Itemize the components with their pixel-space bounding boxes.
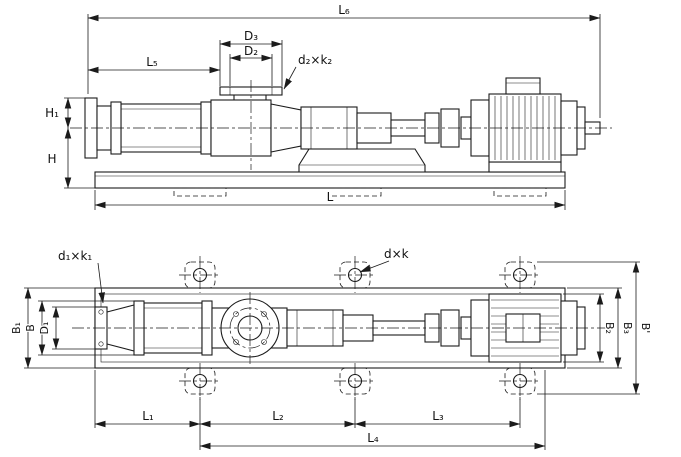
dim-label-l: L — [327, 190, 334, 204]
plan-view: d₁×k₁ d×k B₁ B D₁ B₂ B — [9, 246, 653, 450]
leader-dk — [359, 260, 390, 273]
dim-label-h1: H₁ — [45, 106, 59, 120]
dim-label-l2: L₂ — [272, 409, 284, 423]
dim-label-b-prime: B' — [639, 323, 652, 334]
motor-feet — [488, 161, 562, 173]
dim-label-b2: B₂ — [603, 322, 616, 334]
terminal-box — [505, 77, 541, 95]
dim-label-l1: L₁ — [142, 409, 154, 423]
dim-label-b1: B₁ — [10, 322, 23, 334]
leader-d2k2 — [283, 66, 297, 90]
motor-fins-plan — [491, 299, 559, 357]
dim-label-b3: B₃ — [621, 322, 634, 334]
plan-view-dimensions: d₁×k₁ d×k B₁ B D₁ B₂ B — [9, 246, 653, 450]
motor-side — [470, 77, 601, 173]
side-view-dimensions: L₆ D₃ D₂ L₅ d₂×k₂ H₁ H L — [44, 2, 601, 210]
dim-label-d1k1: d₁×k₁ — [58, 249, 92, 263]
dim-label-l4: L₄ — [367, 431, 379, 445]
bearing-housing-side — [300, 106, 426, 150]
dim-label-d2: D₂ — [244, 44, 258, 58]
dim-label-dk: d×k — [384, 247, 409, 261]
dim-label-d2k2: d₂×k₂ — [298, 53, 332, 67]
dim-label-h: H — [47, 152, 56, 166]
dim-label-b: B — [24, 324, 37, 332]
anchor-pads — [179, 256, 541, 400]
leader-d1k1 — [97, 262, 105, 304]
dim-label-d3: D₃ — [244, 29, 258, 43]
dim-label-l3: L₃ — [432, 409, 444, 423]
dim-label-l5: L₅ — [146, 55, 158, 69]
dim-label-l6: L₆ — [338, 3, 350, 17]
dim-label-d1-plan: D₁ — [38, 322, 51, 335]
support-foot — [298, 148, 426, 173]
pump-casing-side — [210, 86, 302, 157]
side-view: L₆ D₃ D₂ L₅ d₂×k₂ H₁ H L — [44, 2, 612, 210]
